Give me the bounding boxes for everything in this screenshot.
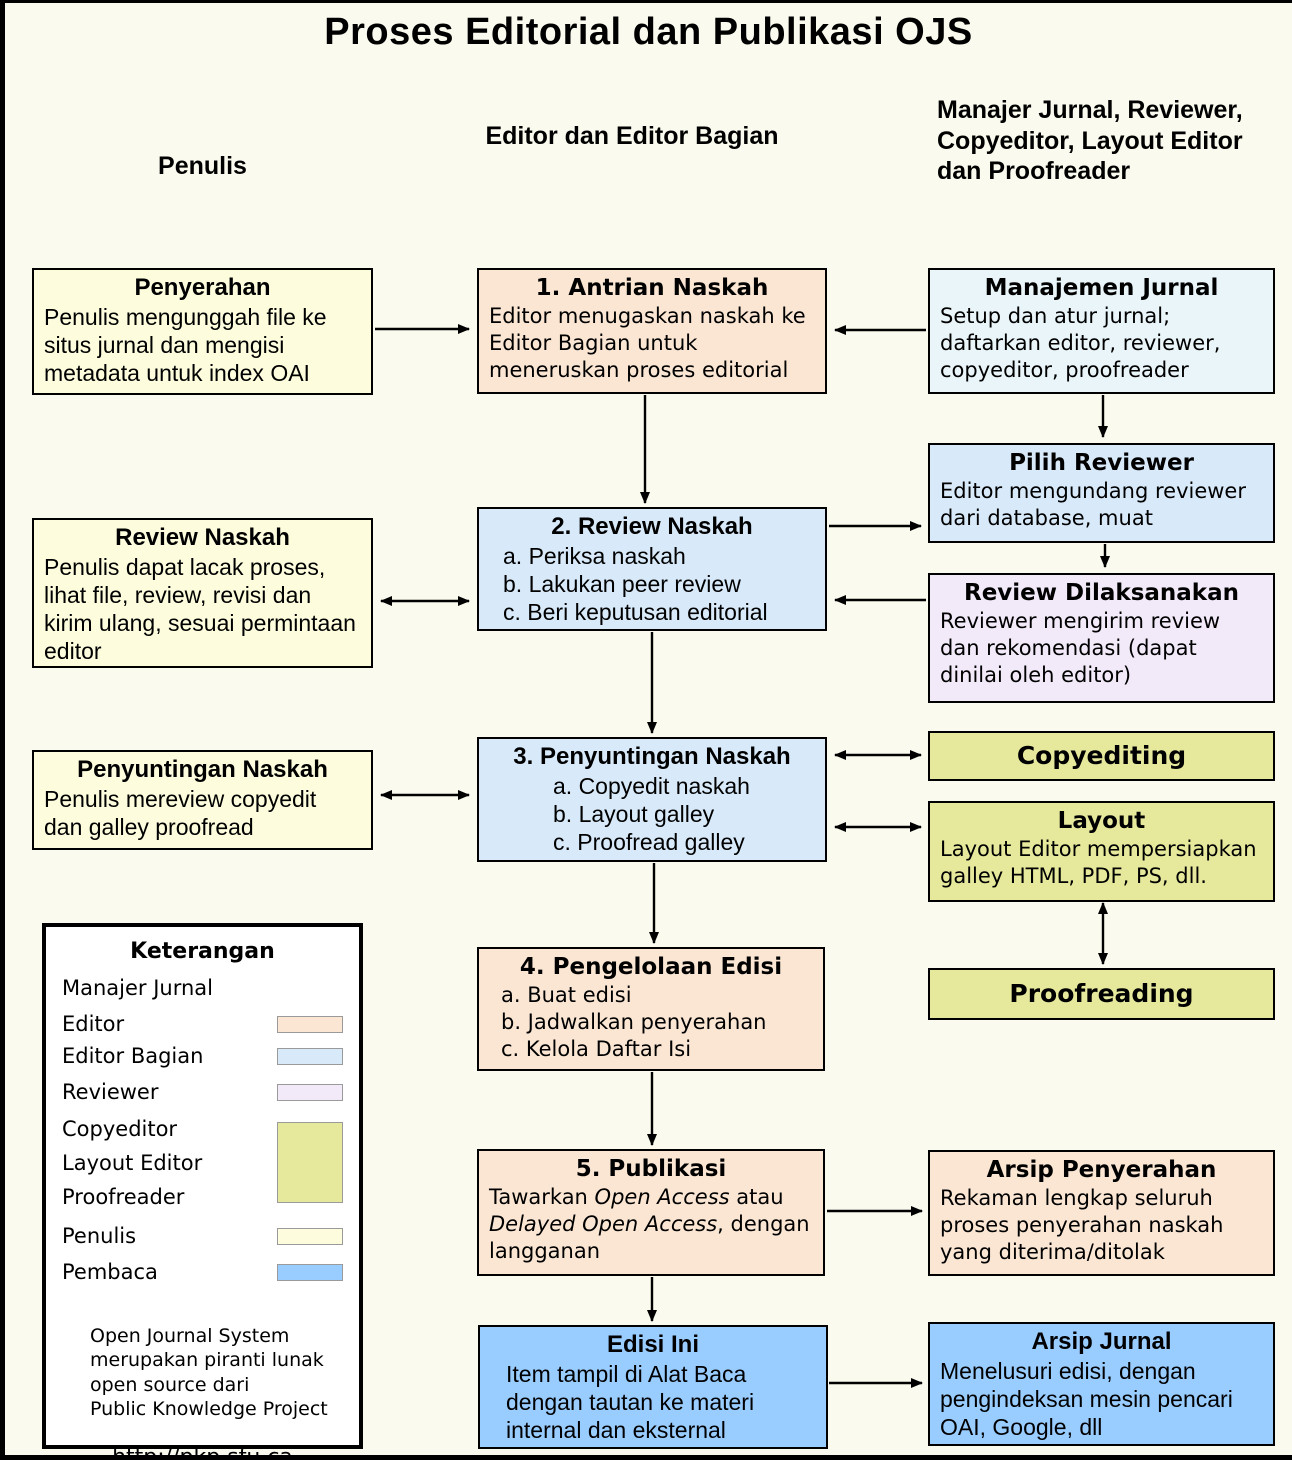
box-item: a. Copyedit naskah [553, 772, 750, 799]
box-item: c. Proofread galley [553, 828, 745, 855]
box-title: Arsip Penyerahan [986, 1157, 1217, 1183]
legend-footer-line: Open Journal System [90, 1325, 290, 1348]
legend-footer: Open Journal System merupakan piranti lu… [62, 1324, 343, 1421]
legend-label: Editor Bagian [62, 1044, 204, 1068]
box-title: Review Naskah [115, 524, 290, 551]
column-header-penulis: Penulis [158, 152, 247, 180]
box-title: 3. Penyuntingan Naskah [513, 743, 791, 770]
legend-swatch-reviewer [277, 1083, 343, 1101]
box-body: Reviewer mengirim review dan rekomendasi… [940, 608, 1221, 687]
legend-label: Reviewer [62, 1080, 159, 1104]
box-item: a. Buat edisi [501, 982, 632, 1007]
legend: Keterangan Manajer Jurnal Editor Editor … [42, 923, 363, 1455]
legend-swatch-penulis [277, 1227, 343, 1245]
legend-swatch-editor [277, 1015, 343, 1033]
legend-footer-line: Public Knowledge Project [90, 1397, 328, 1420]
column-header-editor: Editor dan Editor Bagian [485, 122, 779, 150]
legend-swatch-editor-bagian [277, 1047, 343, 1065]
box-title: Penyuntingan Naskah [77, 756, 328, 783]
legend-footer-line: open source dari [90, 1373, 250, 1396]
box-penyuntingan-penulis: Penyuntingan Naskah Penulis mereview cop… [32, 750, 373, 850]
box-body: Menelusuri edisi, dengan pengindeksan me… [940, 1357, 1233, 1440]
box-title: 1. Antrian Naskah [535, 275, 769, 301]
legend-row-pembaca: Pembaca [62, 1260, 343, 1284]
page-title: Proses Editorial dan Publikasi OJS [324, 11, 973, 53]
box-title: 4. Pengelolaan Edisi [519, 954, 783, 980]
box-arsip-penyerahan: Arsip Penyerahan Rekaman lengkap seluruh… [928, 1150, 1275, 1276]
box-title: Proofreading [1009, 979, 1194, 1008]
legend-row-editor-bagian: Editor Bagian [62, 1044, 343, 1068]
legend-label: Editor [62, 1012, 125, 1036]
legend-group-labels: Copyeditor Layout Editor Proofreader [62, 1112, 202, 1214]
box-body: Rekaman lengkap seluruh proses penyeraha… [940, 1185, 1224, 1264]
legend-swatch-pembaca [277, 1263, 343, 1281]
box-publikasi: 5. Publikasi Tawarkan Open Access atau D… [477, 1149, 825, 1276]
box-title: Layout [1057, 808, 1146, 834]
box-body: Setup dan atur jurnal; daftarkan editor,… [940, 303, 1221, 382]
box-item: c. Beri keputusan editorial [503, 598, 768, 625]
box-body: Layout Editor mempersiapkan galley HTML,… [940, 836, 1257, 888]
box-layout: Layout Layout Editor mempersiapkan galle… [928, 801, 1275, 902]
box-title: Edisi Ini [606, 1331, 699, 1358]
legend-label: Manajer Jurnal [62, 976, 214, 1000]
box-body: Penulis mengunggah file ke situs jurnal … [44, 303, 327, 386]
legend-url: http://pkp.sfu.ca [112, 1445, 293, 1460]
legend-swatch-copyeditor-layout-proofreader [277, 1122, 343, 1203]
legend-row-penulis: Penulis [62, 1224, 343, 1248]
box-arsip-jurnal: Arsip Jurnal Menelusuri edisi, dengan pe… [928, 1322, 1275, 1446]
legend-label: Layout Editor [62, 1151, 203, 1176]
column-header-manajer: Manajer Jurnal, Reviewer, Copyeditor, La… [937, 96, 1243, 185]
box-title: Arsip Jurnal [1031, 1328, 1172, 1355]
body-text: , dengan langganan [489, 1211, 810, 1263]
box-body: Tawarkan Open Access atau Delayed Open A… [489, 1184, 813, 1265]
box-pilih-reviewer: Pilih Reviewer Editor mengundang reviewe… [928, 443, 1275, 543]
box-antrian-naskah: 1. Antrian Naskah Editor menugaskan nask… [477, 268, 827, 394]
box-body: Item tampil di Alat Baca dengan tautan k… [506, 1360, 755, 1443]
legend-footer-line: merupakan piranti lunak [90, 1349, 324, 1372]
box-body: Editor menugaskan naskah ke Editor Bagia… [489, 303, 806, 382]
legend-group-copyeditor-layout-proofreader: Copyeditor Layout Editor Proofreader [62, 1112, 343, 1214]
box-item-list: a. Buat edisi b. Jadwalkan penyerahan c.… [489, 982, 813, 1063]
box-penyerahan: Penyerahan Penulis mengunggah file ke si… [32, 268, 373, 395]
box-penyuntingan-naskah: 3. Penyuntingan Naskah a. Copyedit naska… [477, 737, 827, 862]
box-manajemen-jurnal: Manajemen Jurnal Setup dan atur jurnal; … [928, 268, 1275, 394]
body-text-italic: Open Access [594, 1184, 730, 1209]
body-text: atau [729, 1184, 784, 1209]
box-pengelolaan-edisi: 4. Pengelolaan Edisi a. Buat edisi b. Ja… [477, 947, 825, 1071]
box-item: b. Layout galley [553, 800, 715, 827]
legend-row-editor: Editor [62, 1012, 343, 1036]
legend-row-manajer-jurnal: Manajer Jurnal [62, 976, 343, 1000]
box-copyediting: Copyediting [928, 731, 1275, 781]
body-text: Tawarkan [489, 1184, 595, 1209]
box-item-list: a. Periksa naskah b. Lakukan peer review… [489, 542, 815, 626]
body-text-italic: Delayed Open Access [489, 1211, 718, 1236]
box-body: Penulis dapat lacak proses, lihat file, … [44, 553, 356, 664]
box-item-list: a. Copyedit naskah b. Layout galley c. P… [489, 772, 815, 856]
box-item: c. Kelola Daftar Isi [501, 1036, 692, 1061]
legend-label: Pembaca [62, 1260, 158, 1285]
box-item: a. Periksa naskah [503, 542, 686, 569]
box-body: Penulis mereview copyedit dan galley pro… [44, 785, 317, 840]
box-edisi-ini: Edisi Ini Item tampil di Alat Baca denga… [478, 1325, 828, 1449]
box-proofreading: Proofreading [928, 968, 1275, 1020]
box-title: 2. Review Naskah [551, 513, 753, 540]
box-review-dilaksanakan: Review Dilaksanakan Reviewer mengirim re… [928, 573, 1275, 703]
legend-label: Copyeditor [62, 1117, 178, 1141]
box-title: Copyediting [1016, 741, 1187, 770]
legend-title: Keterangan [130, 939, 275, 964]
box-body: Editor mengundang reviewer dari database… [940, 478, 1246, 530]
box-title: Manajemen Jurnal [984, 275, 1219, 301]
box-title: Review Dilaksanakan [963, 580, 1239, 606]
legend-label: Penulis [62, 1224, 137, 1249]
box-item: b. Jadwalkan penyerahan [501, 1009, 767, 1034]
box-title: 5. Publikasi [575, 1156, 727, 1182]
box-review-naskah-penulis: Review Naskah Penulis dapat lacak proses… [32, 518, 373, 668]
box-title: Pilih Reviewer [1009, 450, 1194, 476]
box-title: Penyerahan [134, 274, 271, 301]
box-item: b. Lakukan peer review [503, 570, 741, 597]
legend-label: Proofreader [62, 1185, 185, 1210]
legend-row-reviewer: Reviewer [62, 1080, 343, 1104]
box-review-naskah: 2. Review Naskah a. Periksa naskah b. La… [477, 507, 827, 631]
